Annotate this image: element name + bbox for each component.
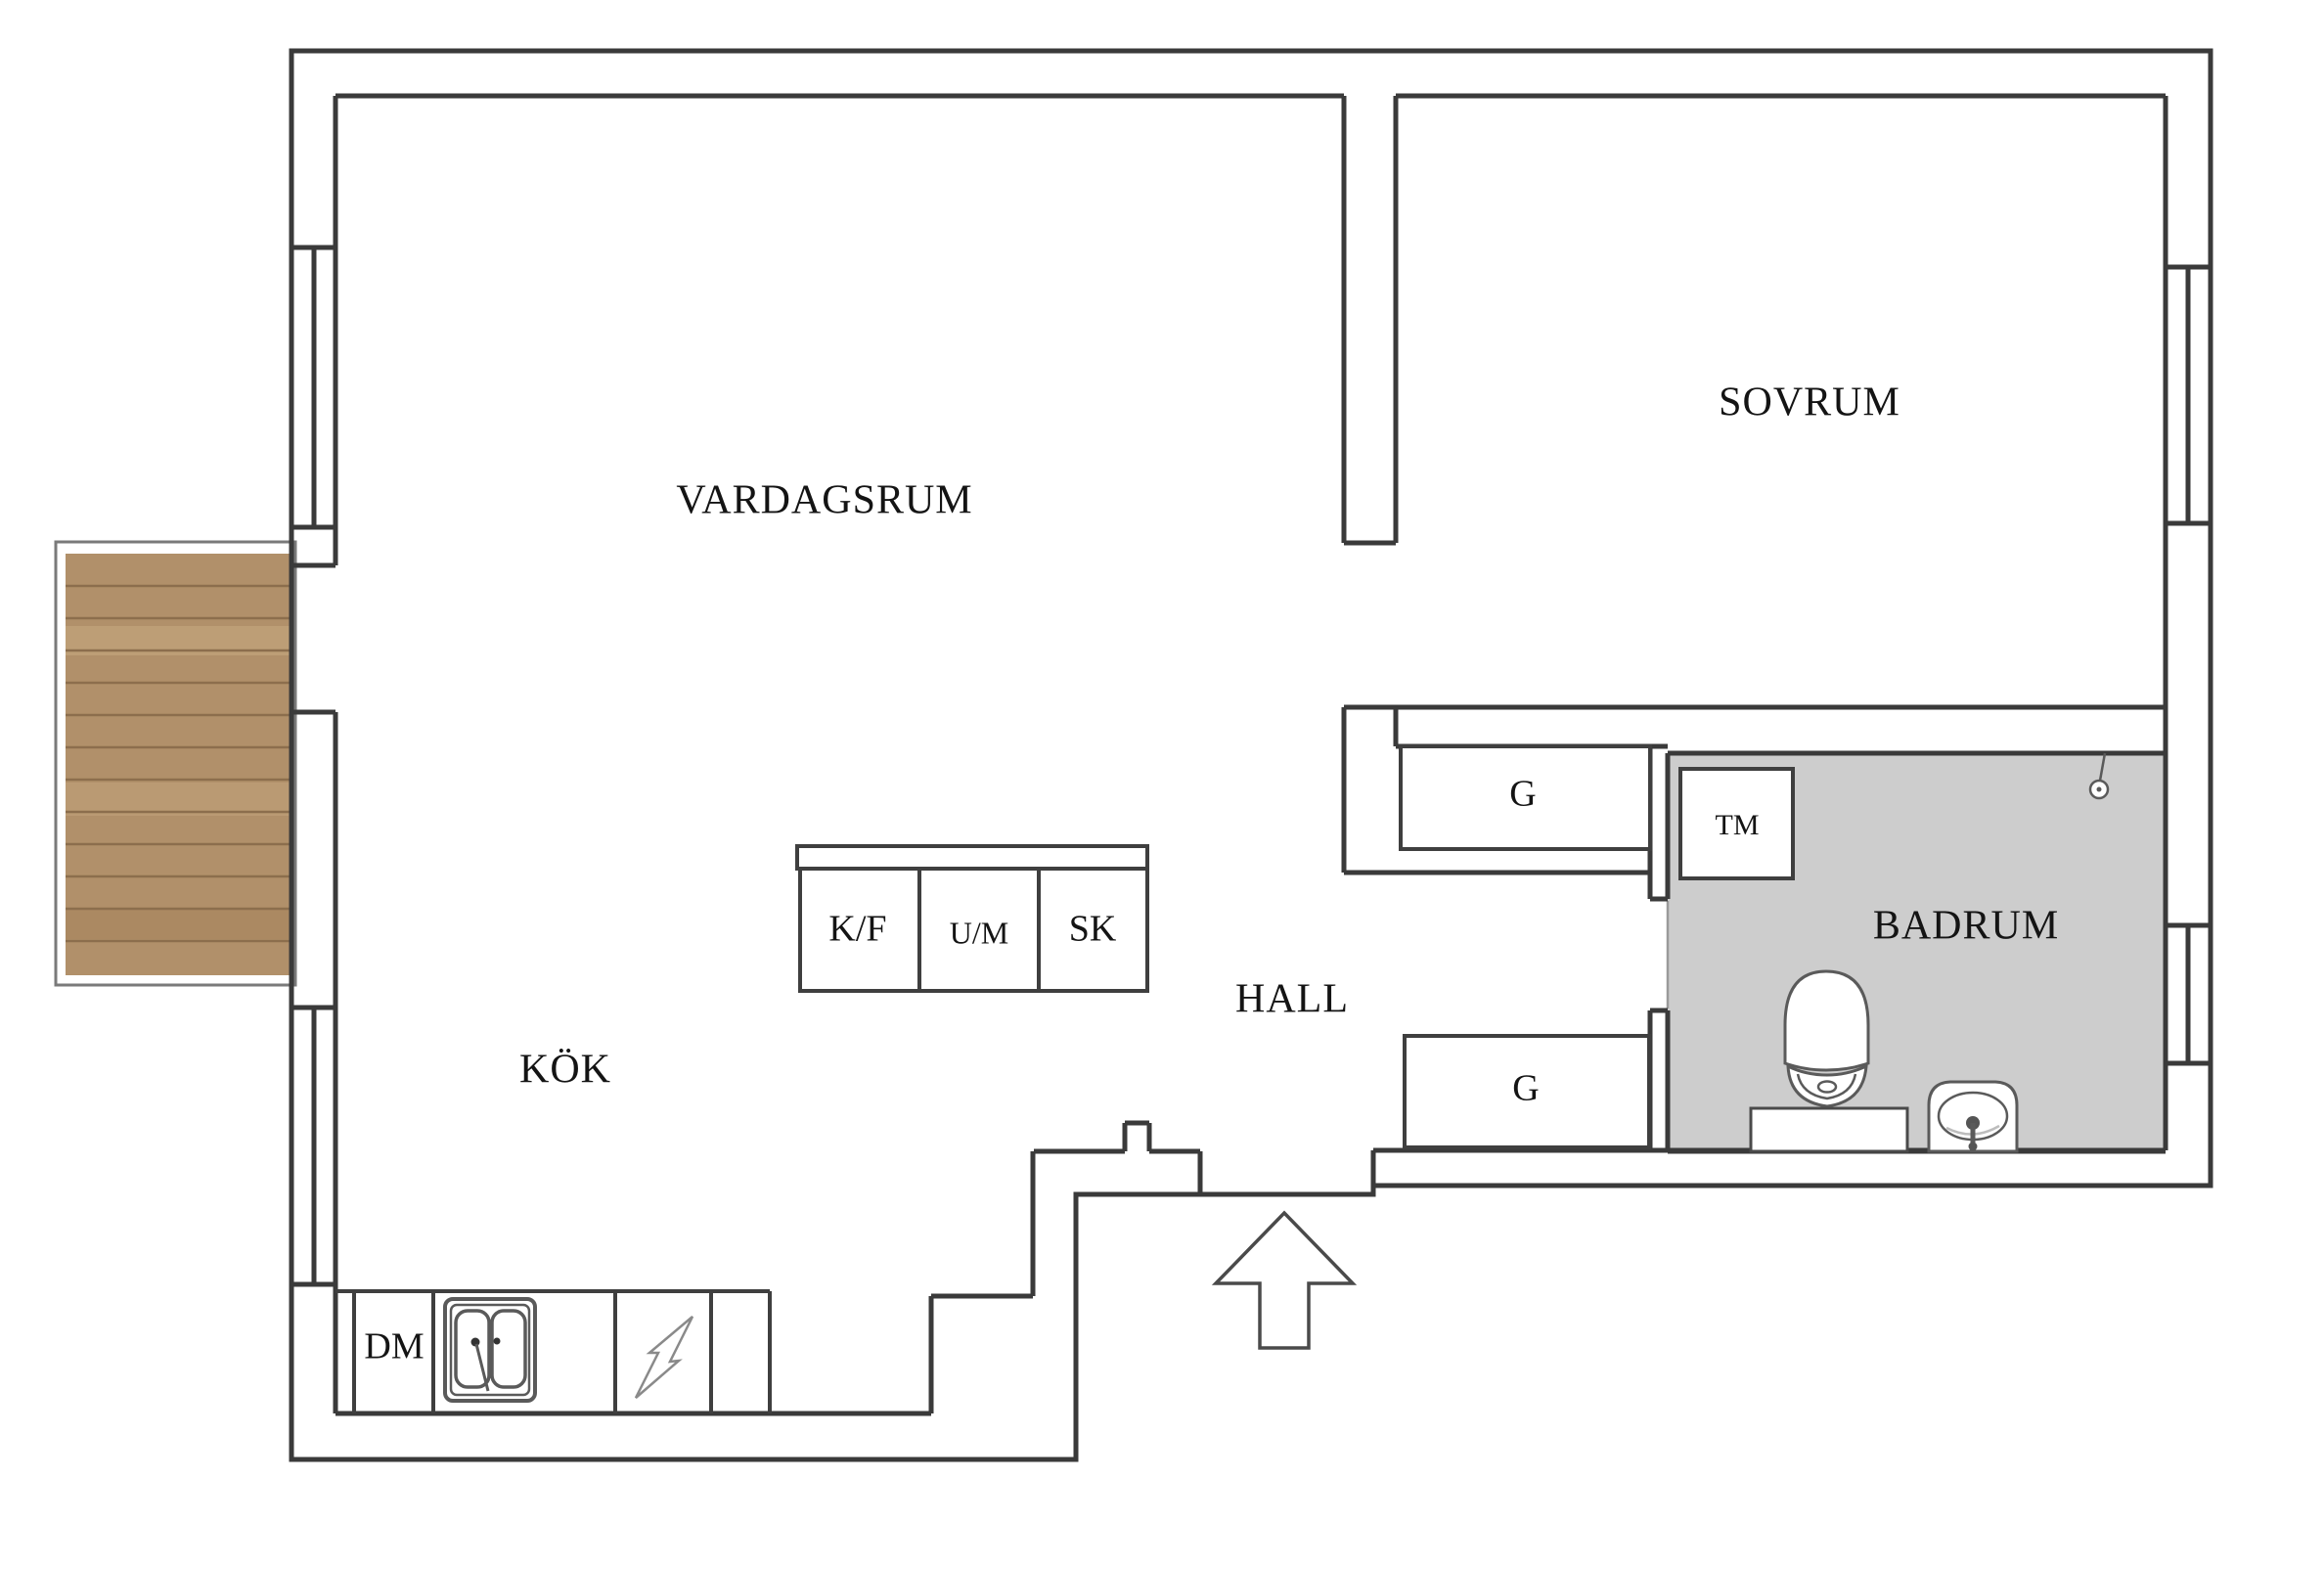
wardrobe-upper-box (1399, 744, 1652, 851)
bedroom-partition-wall (1341, 96, 1399, 546)
cupboard-label: SK (1069, 909, 1117, 950)
walls (289, 48, 2213, 1462)
balcony (54, 540, 297, 987)
kitchen-corner-walls (335, 1151, 1036, 1416)
living-room-label: VARDAGSRUM (676, 478, 972, 523)
shower-head-icon (2088, 752, 2110, 800)
sink-faucet-arm (474, 1343, 490, 1392)
bathroom-bench (1749, 1106, 1909, 1153)
left-window-upper (291, 245, 335, 530)
bathroom-sink (1927, 1080, 2019, 1153)
toilet-button (1816, 1080, 1838, 1094)
entrance-arrow-icon (1211, 1210, 1358, 1350)
sink-faucet-end (1968, 1142, 1978, 1151)
balcony-door-jambs (291, 562, 335, 715)
toilet-tank-line (1796, 1073, 1857, 1100)
outer-wall-boundary (289, 48, 2213, 1462)
balcony-plank-seams (66, 584, 291, 943)
oven-microwave-label: U/M (950, 915, 1008, 950)
left-window-lower (291, 1005, 335, 1287)
balcony-plank-shadow (66, 910, 291, 939)
shower-hose (2098, 752, 2107, 782)
bedroom-window (2166, 264, 2211, 526)
counter-outline (335, 1289, 772, 1413)
bedroom-partition-lower (1341, 707, 1399, 873)
balcony-deck (66, 554, 291, 975)
bedroom-south-wall (1344, 704, 2166, 749)
fridge-freezer-box (798, 867, 921, 993)
wardrobe-upper-label: G (1509, 774, 1536, 815)
kitchen-sink (443, 1297, 537, 1403)
washing-machine-box (1678, 767, 1795, 880)
cabinet-top-strip (795, 844, 1149, 871)
toilet-bowl (1783, 969, 1870, 1072)
wardrobe-lower-label: G (1512, 1068, 1539, 1109)
washing-machine-label: TM (1716, 809, 1760, 841)
dishwasher-label: DM (364, 1326, 424, 1367)
entrance-walls (1034, 1120, 1203, 1194)
cupboard-box (1037, 867, 1149, 993)
fridge-freezer-label: K/F (828, 909, 886, 950)
shower-head-dot (2096, 786, 2102, 792)
kitchen-label: KÖK (519, 1048, 611, 1093)
wardrobe-lower-box (1403, 1034, 1651, 1149)
kitchen-counter (335, 1289, 772, 1413)
bathroom-walls (1665, 750, 2166, 1154)
balcony-plank-highlight (66, 783, 291, 816)
hall-label: HALL (1235, 977, 1349, 1022)
bedroom-label: SOVRUM (1719, 381, 1900, 426)
toilet (1783, 969, 1870, 1108)
stove-symbol (634, 1316, 694, 1399)
sink-faucet-dot (493, 1337, 501, 1345)
balcony-outline (54, 540, 297, 987)
bathroom-label: BADRUM (1873, 904, 2059, 949)
hall-south-wall (1370, 1147, 2166, 1186)
cabinet-block (795, 844, 1149, 993)
oven-microwave-box (917, 867, 1041, 993)
bathroom-window (2166, 922, 2211, 1066)
